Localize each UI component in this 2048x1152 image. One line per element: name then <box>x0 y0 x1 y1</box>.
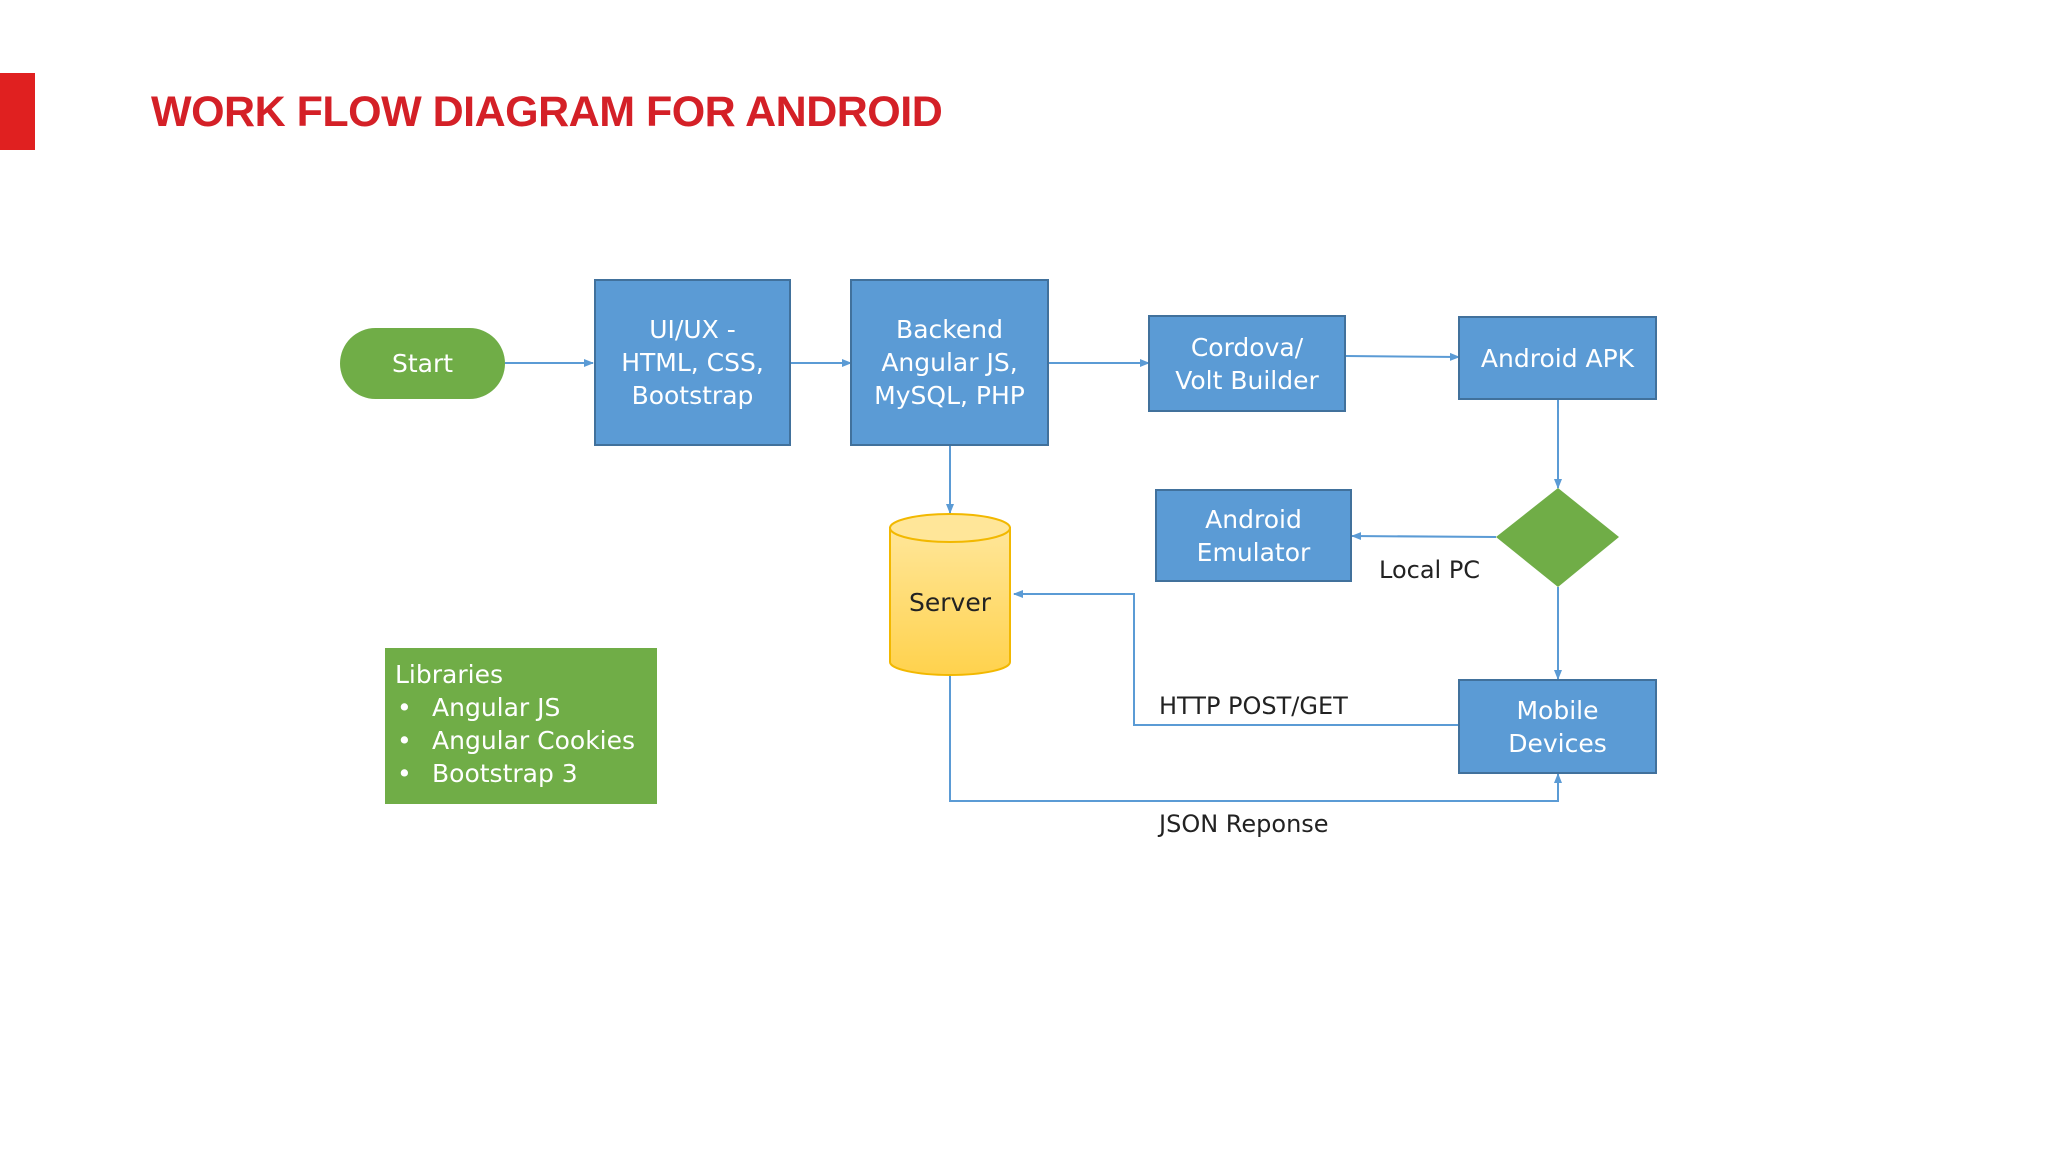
libraries-box: Libraries Angular JS Angular Cookies Boo… <box>385 648 657 804</box>
http-label: HTTP POST/GET <box>1159 692 1348 720</box>
android-emulator-label: Android Emulator <box>1196 504 1311 567</box>
decision-diamond <box>1496 488 1619 587</box>
mobile-devices-node: Mobile Devices <box>1458 679 1657 774</box>
json-response-label: JSON Reponse <box>1159 810 1329 838</box>
connector-server-mobile-json <box>949 676 1562 802</box>
accent-bar <box>0 73 35 150</box>
android-apk-label: Android APK <box>1480 343 1635 373</box>
connector-mobile-server-http <box>1013 590 1458 726</box>
backend-label: Backend Angular JS, MySQL, PHP <box>874 315 1025 410</box>
cordova-node: Cordova/ Volt Builder <box>1148 315 1346 412</box>
server-label: Server <box>909 588 991 617</box>
android-emulator-node: Android Emulator <box>1155 489 1352 582</box>
local-pc-label: Local PC <box>1379 556 1481 584</box>
connector-cordova-apk <box>1345 352 1460 361</box>
connector-decision-emulator <box>1351 532 1497 541</box>
uiux-node: UI/UX - HTML, CSS, Bootstrap <box>594 279 791 446</box>
uiux-label: UI/UX - HTML, CSS, Bootstrap <box>621 315 764 410</box>
cordova-label: Cordova/ Volt Builder <box>1175 332 1319 395</box>
libraries-list: Angular JS Angular Cookies Bootstrap 3 <box>395 691 647 790</box>
start-node: Start <box>340 328 505 399</box>
library-item: Angular JS <box>395 691 647 724</box>
mobile-devices-label: Mobile Devices <box>1508 695 1607 758</box>
server-cylinder <box>889 513 1011 676</box>
libraries-heading: Libraries <box>395 660 503 689</box>
slide-title: WORK FLOW DIAGRAM FOR ANDROID <box>151 88 943 136</box>
library-item: Angular Cookies <box>395 724 647 757</box>
android-apk-node: Android APK <box>1458 316 1657 400</box>
library-item: Bootstrap 3 <box>395 757 647 790</box>
backend-node: Backend Angular JS, MySQL, PHP <box>850 279 1049 446</box>
start-label: Start <box>391 349 454 378</box>
